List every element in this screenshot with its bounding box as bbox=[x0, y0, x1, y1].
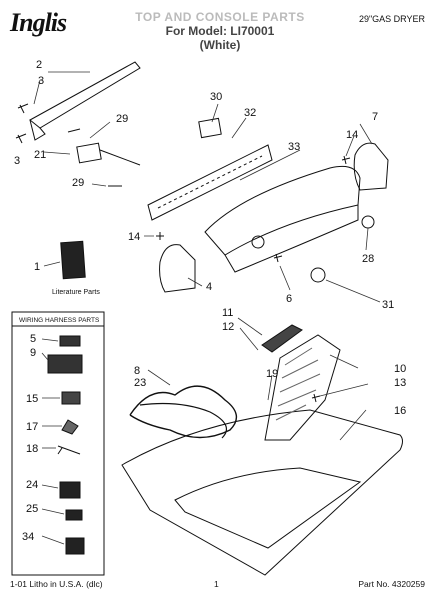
title-line-3: (White) bbox=[199, 38, 241, 52]
harness-leader-9 bbox=[41, 352, 49, 361]
footer-litho: 1-01 Litho in U.S.A. (dlc) bbox=[10, 579, 103, 589]
harness-part-34 bbox=[65, 537, 85, 555]
end-cap-right-part bbox=[353, 142, 389, 191]
screw-13-part bbox=[311, 393, 321, 403]
callout-18: 18 bbox=[26, 443, 38, 455]
callout-21: 21 bbox=[34, 149, 46, 161]
harness-part-18 bbox=[57, 445, 81, 455]
callout-13: 13 bbox=[394, 377, 406, 389]
callout-19: 19 bbox=[266, 368, 278, 380]
callout-10: 10 bbox=[394, 363, 406, 375]
callout-14-left: 14 bbox=[128, 231, 140, 243]
title-line-1: TOP AND CONSOLE PARTS bbox=[135, 10, 305, 24]
callout-29-mid: 29 bbox=[72, 177, 84, 189]
screw-14a-part bbox=[341, 155, 351, 165]
control-strip-detail bbox=[157, 155, 263, 209]
control-strip-part bbox=[147, 144, 273, 221]
callout-11: 11 bbox=[222, 307, 233, 319]
callout-16: 16 bbox=[394, 405, 406, 417]
knob-31-part bbox=[310, 267, 326, 283]
harness-leader-34 bbox=[41, 535, 65, 545]
callout-28: 28 bbox=[362, 253, 374, 265]
callout-1: 1 bbox=[34, 261, 40, 273]
callout-33: 33 bbox=[288, 141, 300, 153]
brand-logo: Inglis bbox=[10, 8, 67, 37]
console-dial-opening bbox=[251, 235, 265, 249]
rear-bracket-part bbox=[29, 61, 141, 129]
knob-28-part bbox=[361, 215, 375, 229]
callout-34: 34 bbox=[22, 531, 34, 543]
harness-part-15 bbox=[61, 391, 81, 405]
main-wire-harness-2 bbox=[139, 402, 228, 439]
harness-leader-25 bbox=[41, 508, 65, 515]
console-backsplash-part bbox=[204, 165, 361, 256]
callout-7: 7 bbox=[372, 111, 378, 123]
wiring-harness-box bbox=[11, 311, 105, 576]
product-label: 29"GAS DRYER bbox=[358, 14, 425, 24]
callout-31: 31 bbox=[382, 299, 394, 311]
leader-lines bbox=[33, 71, 381, 441]
dryer-top-inner bbox=[174, 467, 362, 549]
callout-5: 5 bbox=[30, 333, 36, 345]
callout-14-right: 14 bbox=[346, 129, 358, 141]
harness-leader-5 bbox=[41, 338, 59, 342]
literature-parts-label: Literature Parts bbox=[52, 289, 100, 296]
end-cap-left-part bbox=[159, 244, 196, 293]
console-backsplash-lower bbox=[224, 205, 359, 273]
part-11-cover bbox=[261, 324, 303, 353]
screw-14b-part bbox=[156, 232, 164, 240]
screw-29-part bbox=[67, 128, 81, 133]
screw-3b-part bbox=[15, 133, 27, 144]
callout-3-top: 3 bbox=[38, 75, 44, 87]
callout-4: 4 bbox=[206, 281, 212, 293]
callout-2: 2 bbox=[36, 59, 42, 71]
harness-leader-24 bbox=[41, 484, 59, 489]
footer-part-number: Part No. 4320259 bbox=[358, 579, 425, 589]
harness-part-24 bbox=[59, 481, 81, 499]
literature-parts-booklet bbox=[60, 240, 86, 280]
callout-17: 17 bbox=[26, 421, 38, 433]
callout-9: 9 bbox=[30, 347, 36, 359]
wiring-harness-title: WIRING HARNESS PARTS bbox=[19, 317, 100, 324]
callout-3-bottom: 3 bbox=[14, 155, 20, 167]
screw-6-part bbox=[273, 253, 283, 263]
harness-part-25 bbox=[65, 509, 83, 521]
footer-page-number: 1 bbox=[214, 579, 219, 589]
callout-23: 23 bbox=[134, 377, 146, 389]
harness-part-9 bbox=[47, 354, 83, 374]
callout-6: 6 bbox=[286, 293, 292, 305]
lint-housing-part bbox=[264, 334, 341, 441]
callout-32: 32 bbox=[244, 107, 256, 119]
callout-30: 30 bbox=[210, 91, 222, 103]
part-21-component bbox=[76, 142, 102, 164]
title-line-2: For Model: LI70001 bbox=[165, 24, 275, 38]
callout-8: 8 bbox=[134, 365, 140, 377]
part-21-leader bbox=[99, 149, 141, 166]
callout-15: 15 bbox=[26, 393, 38, 405]
dryer-top-panel bbox=[121, 409, 403, 576]
callout-12: 12 bbox=[222, 321, 234, 333]
harness-part-17 bbox=[61, 419, 79, 435]
lint-housing-grille bbox=[275, 347, 321, 421]
part-30-component bbox=[198, 117, 222, 139]
page-title: TOP AND CONSOLE PARTS For Model: LI70001… bbox=[120, 10, 320, 52]
screw-3a-part bbox=[17, 103, 29, 114]
callout-24: 24 bbox=[26, 479, 38, 491]
callout-25: 25 bbox=[26, 503, 38, 515]
main-wire-harness bbox=[129, 385, 238, 439]
harness-part-5 bbox=[59, 335, 81, 347]
callout-29-top: 29 bbox=[116, 113, 128, 125]
rear-bracket-lower bbox=[29, 119, 46, 141]
